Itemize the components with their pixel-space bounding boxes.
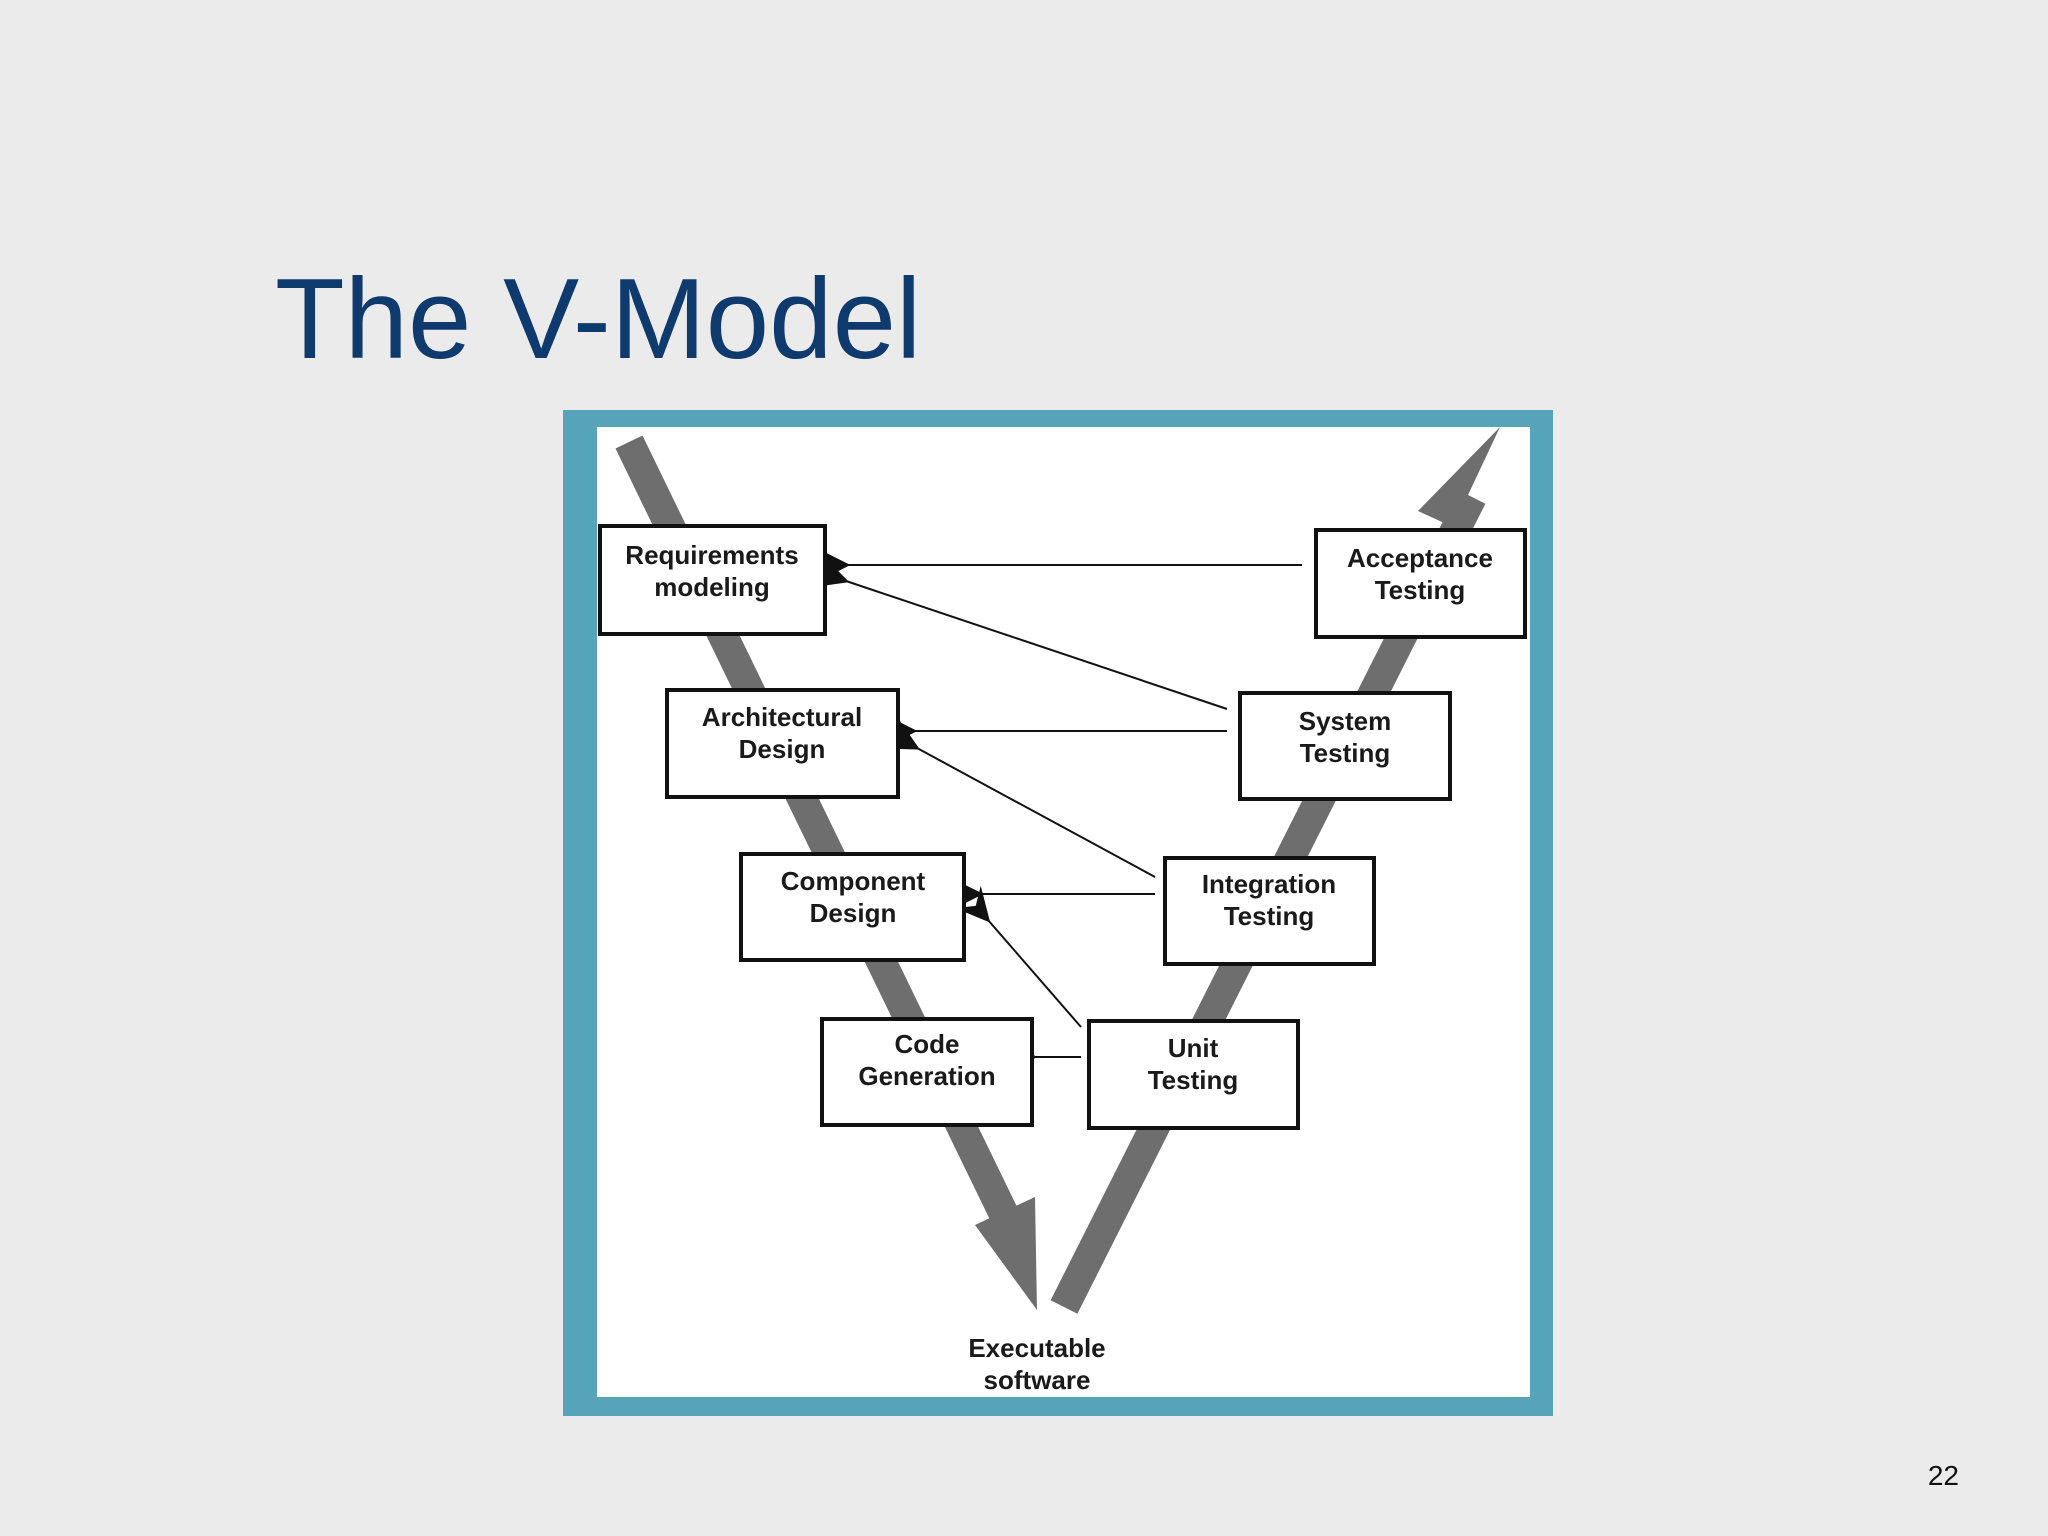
stage-label-line1: Code (895, 1029, 960, 1059)
stage-label-line2: Testing (1375, 575, 1466, 605)
stage-label-line1: Component (781, 866, 926, 896)
test-stage-acceptance-testing: Acceptance Testing (1314, 528, 1527, 639)
stage-label-line2: Generation (858, 1061, 995, 1091)
stage-label-line1: Unit (1168, 1033, 1219, 1063)
executable-software-label: Executable software (968, 1333, 1105, 1395)
arrow-system-to-requirements (811, 555, 1228, 710)
stage-label-line1: Integration (1202, 869, 1336, 899)
stage-label-line2: Testing (1148, 1065, 1239, 1095)
stage-label-line1: System (1299, 706, 1392, 736)
test-stage-unit-testing: Unit Testing (1087, 1019, 1300, 1130)
test-stage-system-testing: System Testing (1238, 691, 1452, 801)
v-model-diagram-svg: Requirements modeling Architectural Desi… (598, 427, 1527, 1395)
design-stage-component-design: Component Design (739, 852, 966, 962)
stage-box (1238, 691, 1452, 801)
stage-box (1163, 856, 1376, 966)
stage-box (820, 1017, 1034, 1127)
arrow-unit-to-component (955, 885, 1082, 1028)
stage-label-line2: Testing (1300, 738, 1391, 768)
slide-title: The V-Model (275, 256, 922, 383)
traceability-arrows (811, 548, 1302, 1074)
test-stage-integration-testing: Integration Testing (1163, 856, 1376, 966)
page-number: 22 (1927, 1460, 1959, 1491)
stage-box (665, 688, 900, 799)
stage-label-line2: Design (739, 734, 826, 764)
v-up-arrowhead-icon (1418, 427, 1500, 527)
stage-label-line2: modeling (654, 572, 770, 602)
stage-box (598, 524, 827, 636)
stage-label-line2: Testing (1224, 901, 1315, 931)
stage-box (1314, 528, 1527, 639)
stage-label-line1: Architectural (702, 702, 862, 732)
bottom-label-line1: Executable (968, 1333, 1105, 1363)
stage-box (739, 852, 966, 962)
stage-label-line1: Requirements (625, 540, 798, 570)
v-model-diagram: Requirements modeling Architectural Desi… (597, 427, 1530, 1397)
bottom-label-line2: software (984, 1365, 1091, 1395)
stage-box (1087, 1019, 1300, 1130)
design-stage-architectural-design: Architectural Design (665, 688, 900, 799)
v-model-figure-frame: Requirements modeling Architectural Desi… (563, 410, 1553, 1416)
stage-label-line1: Acceptance (1347, 543, 1493, 573)
design-stage-requirements-modeling: Requirements modeling (598, 524, 827, 636)
stage-label-line2: Design (810, 898, 897, 928)
design-stage-code-generation: Code Generation (820, 1017, 1034, 1127)
arrow-integration-to-architectural (881, 718, 1156, 878)
v-down-arrowhead-icon (975, 1197, 1037, 1310)
